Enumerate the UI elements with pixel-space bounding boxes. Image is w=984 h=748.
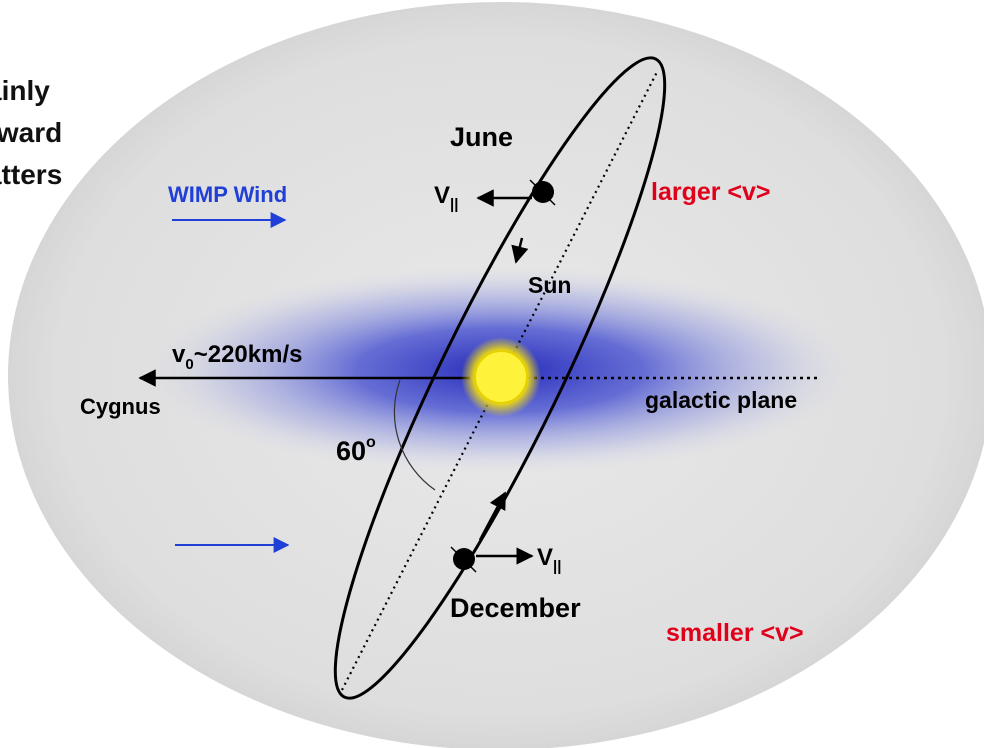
v-parallel-label-bottom: V|| <box>537 544 561 575</box>
angle-degree: o <box>366 434 376 451</box>
v-parallel-top-sub: || <box>450 196 458 213</box>
june-label: June <box>450 122 513 152</box>
sun-disk <box>474 350 528 404</box>
v-parallel-bottom-sub: || <box>553 558 561 575</box>
orbit-direction-arrow-bottom <box>478 491 507 541</box>
v0-label: v0~220km/s <box>172 341 302 373</box>
larger-v-label: larger <v> <box>651 178 771 206</box>
side-note: ainly rward atters <box>0 70 62 196</box>
wimp-wind-label: WIMP Wind <box>168 182 287 207</box>
cygnus-label: Cygnus <box>80 394 161 419</box>
angle-label: 60o <box>336 434 376 466</box>
galactic-plane-label: galactic plane <box>645 387 797 413</box>
side-note-line-2: rward <box>0 117 63 148</box>
angle-arc <box>393 379 436 491</box>
v-parallel-top-main: V <box>434 182 450 209</box>
v-parallel-label-top: V|| <box>434 182 458 213</box>
sun-label: Sun <box>528 272 571 298</box>
angle-value: 60 <box>336 436 366 466</box>
side-note-line-3: atters <box>0 159 63 190</box>
earth-june-tick <box>529 179 556 206</box>
december-label: December <box>450 593 581 623</box>
v-parallel-bottom-main: V <box>537 544 553 571</box>
v0-main: v <box>172 341 186 368</box>
side-note-line-1: ainly <box>0 75 50 106</box>
earth-december-tick <box>450 546 477 573</box>
orbit-direction-arrow-top <box>511 237 529 264</box>
v0-sub: 0 <box>185 356 193 373</box>
v0-rest: ~220km/s <box>194 341 303 368</box>
smaller-v-label: smaller <v> <box>666 619 804 647</box>
earth-orbit-ellipse <box>333 56 667 700</box>
orbit-axis-dotted <box>341 69 659 691</box>
